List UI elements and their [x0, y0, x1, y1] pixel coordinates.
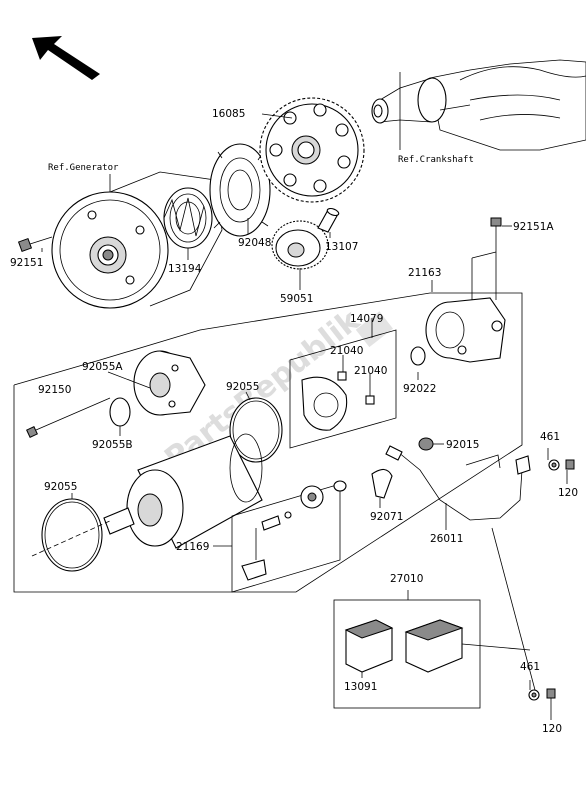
- bolt-120-upper: [565, 459, 575, 470]
- gear-59051: [271, 220, 329, 270]
- part-label-92055-upper: 92055: [226, 381, 259, 393]
- o-ring-92022: [410, 346, 426, 366]
- starter-clutch-13194: [163, 187, 213, 249]
- part-label-21040-b: 21040: [354, 365, 387, 377]
- nut-starter-terminal: [333, 480, 347, 492]
- part-label-92150: 92150: [38, 384, 71, 396]
- cover-13091: [344, 619, 394, 673]
- gear-16085: [259, 97, 365, 203]
- part-label-27010: 27010: [390, 573, 423, 585]
- part-label-26011: 26011: [430, 533, 463, 545]
- wire-routing-lines: [465, 454, 536, 691]
- starter-assembly-frame: [13, 292, 523, 593]
- part-label-92048: 92048: [238, 237, 271, 249]
- part-label-461-upper: 461: [540, 431, 560, 443]
- part-label-92022: 92022: [403, 383, 436, 395]
- brush-holder-box: [289, 329, 397, 449]
- part-label-13194: 13194: [168, 263, 202, 275]
- part-label-92015: 92015: [446, 439, 479, 451]
- bolt-92151A: [471, 217, 502, 300]
- part-label-461-lower: 461: [520, 661, 540, 673]
- washer-461-upper: [548, 459, 560, 471]
- starter-motor-body: [103, 433, 263, 549]
- part-label-120-lower: 120: [542, 723, 562, 735]
- part-label-92055B: 92055B: [92, 439, 133, 451]
- part-label-21169: 21169: [176, 541, 209, 553]
- front-direction-arrow-icon: [32, 36, 100, 80]
- generator-rotor: [51, 171, 223, 309]
- part-label-21040-a: 21040: [330, 345, 363, 357]
- brush-plate-box: [231, 483, 341, 593]
- end-cover: [133, 350, 206, 416]
- o-ring-92055-upper: [229, 397, 283, 463]
- gear-92048: [209, 143, 271, 237]
- bolt-92151: [17, 236, 53, 253]
- shaft-13107: [317, 207, 340, 233]
- part-label-92055A: 92055A: [82, 361, 123, 373]
- relay-box: [333, 599, 481, 709]
- part-label-21163: 21163: [408, 267, 441, 279]
- o-ring-92055B: [109, 397, 131, 427]
- part-label-120-upper: 120: [558, 487, 578, 499]
- part-label-13107: 13107: [325, 241, 358, 253]
- washer-461-lower: [528, 689, 540, 701]
- cable-26011: [385, 445, 531, 521]
- part-label-92055-lower: 92055: [44, 481, 77, 493]
- part-label-92151: 92151: [10, 257, 43, 269]
- part-label-59051: 59051: [280, 293, 313, 305]
- part-label-16085: 16085: [212, 108, 245, 120]
- o-ring-92055-lower: [31, 498, 113, 572]
- cap-92071: [371, 468, 393, 499]
- part-label-13091: 13091: [344, 681, 377, 693]
- ref-crankshaft-label: Ref.Crankshaft: [398, 155, 474, 165]
- part-label-92071: 92071: [370, 511, 403, 523]
- ref-generator-label: Ref.Generator: [48, 163, 119, 173]
- nut-92015: [418, 437, 434, 451]
- leader-lines: [41, 72, 568, 720]
- bracket-21163: [425, 297, 506, 363]
- starter-relay: [404, 619, 531, 673]
- bolt-92150: [26, 397, 111, 438]
- part-label-14079: 14079: [350, 313, 383, 325]
- bolt-120-lower: [546, 688, 556, 699]
- crankshaft-drawing: [371, 59, 586, 151]
- part-label-92151A: 92151A: [513, 221, 554, 233]
